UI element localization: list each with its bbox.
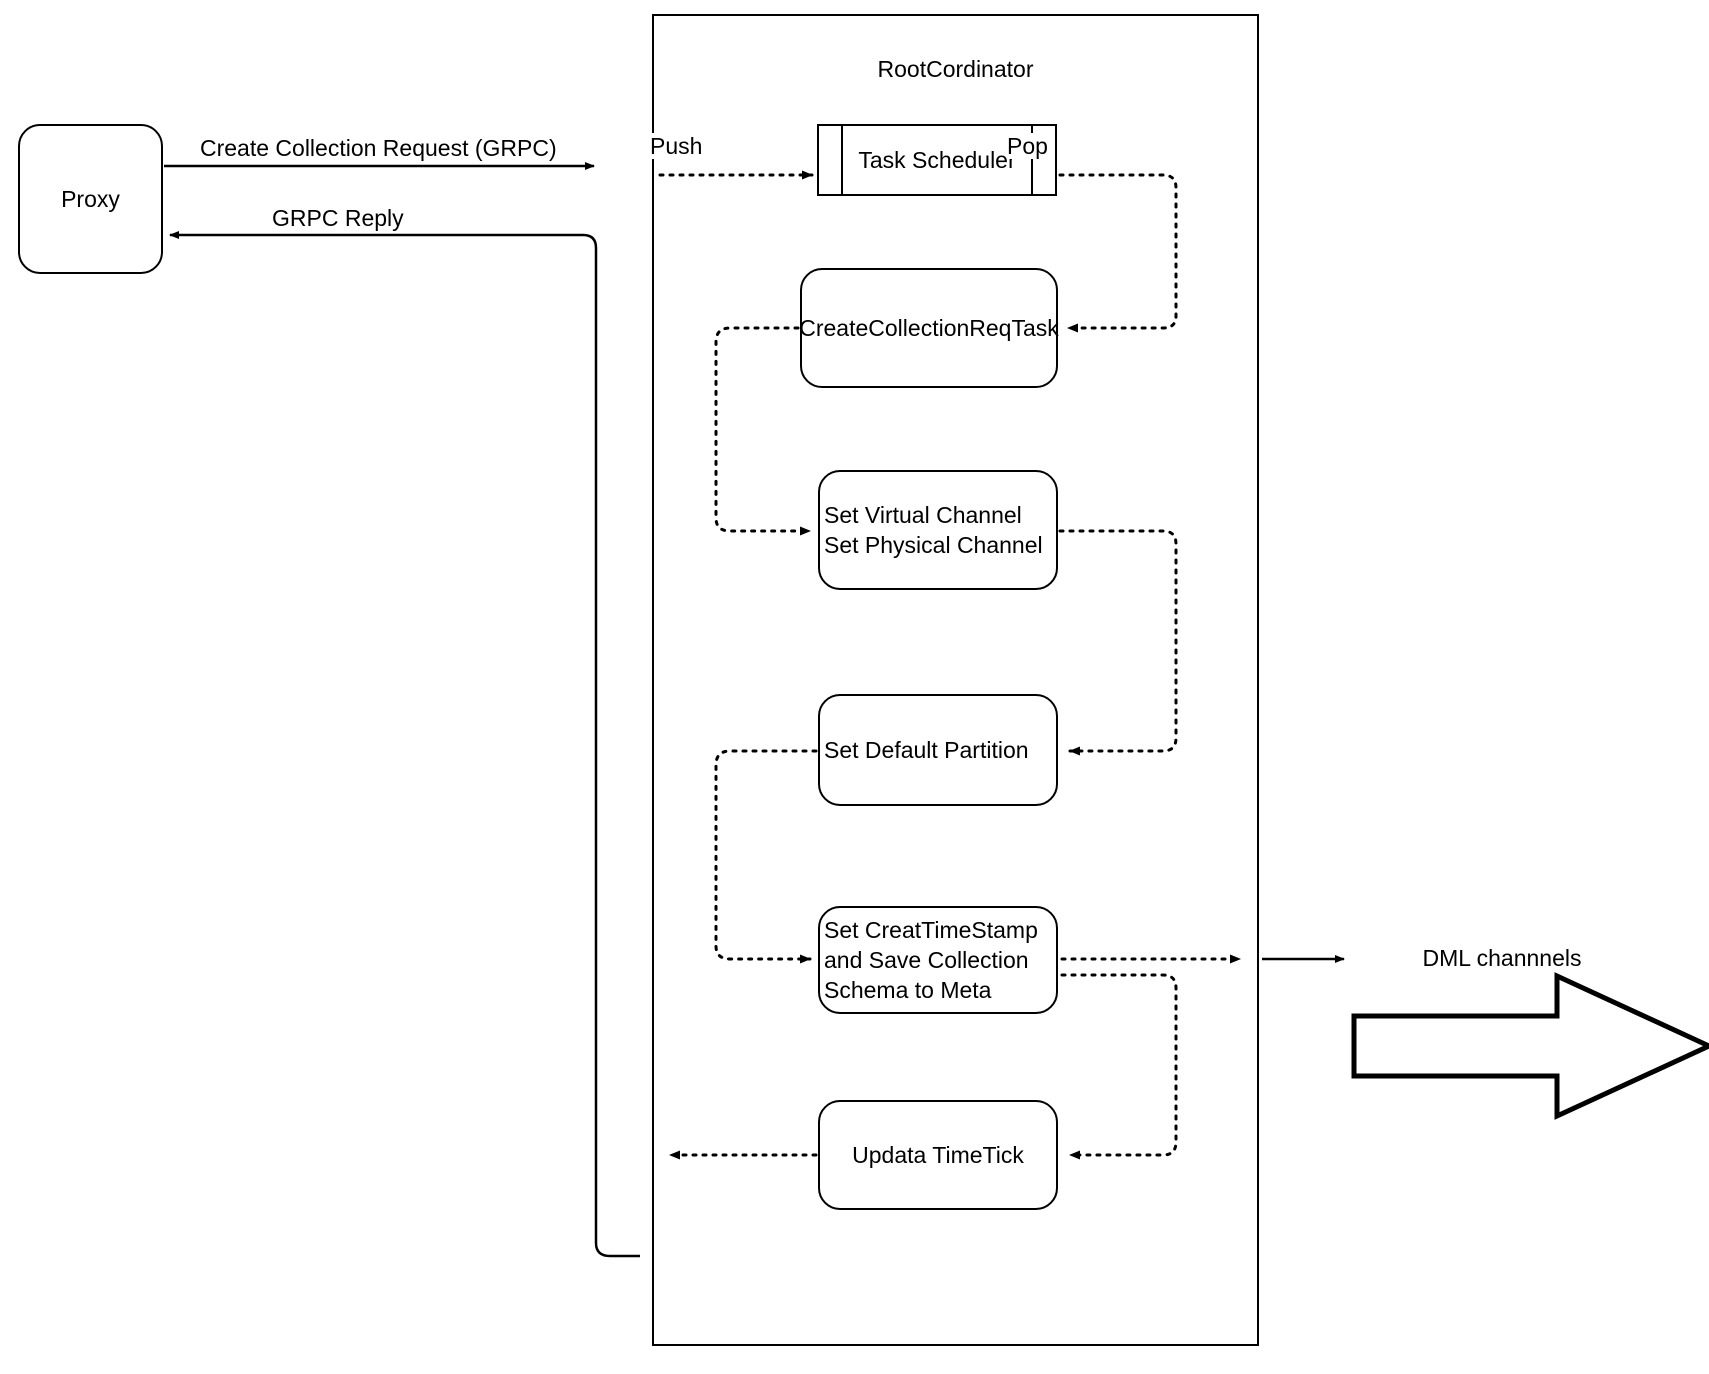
node-create-collection-req-task[interactable]: CreateCollectionReqTask <box>799 268 1059 388</box>
queue-divider-right <box>1031 126 1033 194</box>
edge-label-push: Push <box>650 133 703 159</box>
rootcoordinator-label: RootCordinator <box>877 56 1034 82</box>
node-set-default-partition[interactable]: Set Default Partition <box>818 694 1058 806</box>
edge-label-pop: Pop <box>1007 133 1048 159</box>
node-set-virtual-physical-channel[interactable]: Set Virtual Channel Set Physical Channel <box>818 470 1058 590</box>
edge-label-grpc-reply: GRPC Reply <box>272 205 404 231</box>
node-set-creat-timestamp-save-schema[interactable]: Set CreatTimeStamp and Save Collection S… <box>818 906 1058 1014</box>
rootcoordinator-container <box>652 14 1259 1346</box>
edge-label-create-collection-request: Create Collection Request (GRPC) <box>200 135 557 161</box>
queue-divider-left <box>841 126 843 194</box>
node-updata-timetick[interactable]: Updata TimeTick <box>818 1100 1058 1210</box>
node-task-scheduler-label: Task Scheduler <box>858 147 1016 173</box>
node-dml-channels-label: DML channnels <box>1422 945 1582 971</box>
edge-grpc-reply <box>169 231 640 1258</box>
dml-channels-arrow-shape <box>1351 972 1709 1120</box>
node-proxy[interactable]: Proxy <box>18 124 163 274</box>
